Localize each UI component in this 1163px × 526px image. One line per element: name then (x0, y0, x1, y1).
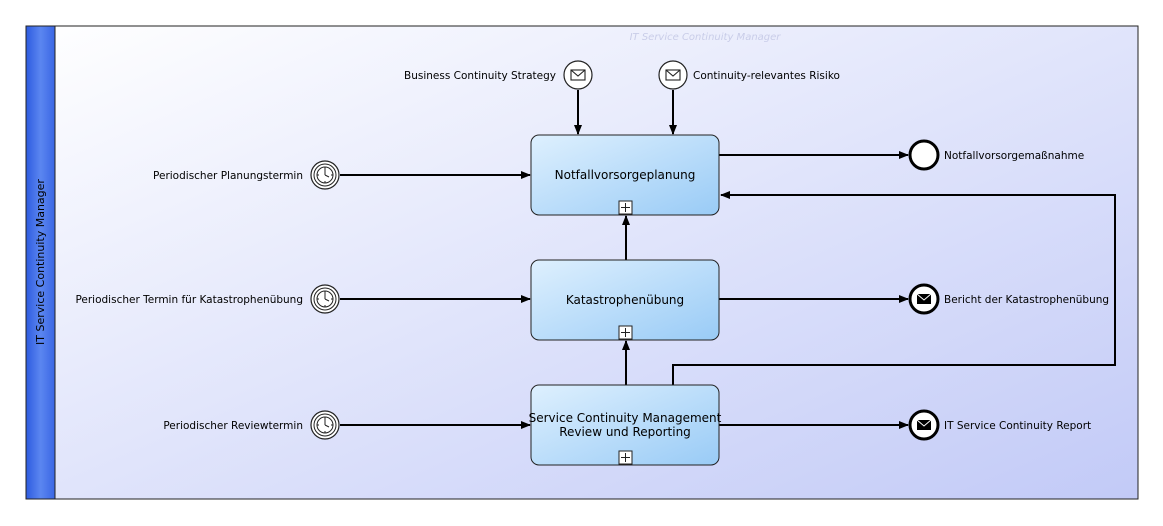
event-label: Periodischer Reviewtermin (163, 420, 303, 432)
task-notfallvorsorgeplanung[interactable]: Notfallvorsorgeplanung (530, 134, 720, 216)
envelope-filled-icon (916, 419, 932, 430)
lane-title: IT Service Continuity Manager (34, 179, 47, 345)
task-box[interactable] (530, 259, 720, 341)
lane-header[interactable] (25, 25, 56, 500)
event-notfallvorsorgemassnahme[interactable]: Notfallvorsorgemaßnahme (908, 139, 1084, 171)
event-it-service-continuity-report[interactable]: IT Service Continuity Report (908, 409, 1091, 441)
event-label: Business Continuity Strategy (404, 70, 556, 82)
task-katastrophenuebung[interactable]: Katastrophenübung (530, 259, 720, 341)
task-label: Katastrophenübung (566, 293, 684, 307)
event-periodischer-planungstermin[interactable]: Periodischer Planungstermin (153, 160, 340, 190)
task-label: Notfallvorsorgeplanung (555, 168, 696, 182)
event-label: Periodischer Planungstermin (153, 170, 303, 182)
sequence-flows (340, 90, 1116, 429)
envelope-filled-icon (916, 293, 932, 304)
pool-watermark: IT Service Continuity Manager (630, 32, 782, 43)
event-label: Notfallvorsorgemaßnahme (944, 150, 1084, 162)
clock-icon (316, 290, 334, 308)
flow-review-feedback-to-planung[interactable] (672, 191, 1116, 385)
event-bericht-katastrophenuebung[interactable]: Bericht der Katastrophenübung (908, 283, 1109, 315)
event-label: Bericht der Katastrophenübung (944, 294, 1109, 306)
message-start-event[interactable] (563, 60, 593, 90)
subprocess-plus-icon[interactable] (618, 325, 633, 340)
task-review-reporting[interactable]: Service Continuity Management Review und… (529, 384, 722, 466)
event-continuity-relevantes-risiko[interactable]: Continuity-relevantes Risiko (658, 60, 840, 90)
event-label: Periodischer Termin für Katastrophenübun… (75, 294, 303, 306)
event-periodischer-reviewtermin[interactable]: Periodischer Reviewtermin (163, 410, 340, 440)
event-label: Continuity-relevantes Risiko (693, 70, 840, 82)
event-business-continuity-strategy[interactable]: Business Continuity Strategy (404, 60, 593, 90)
envelope-icon (665, 69, 681, 81)
event-periodischer-termin-katastrophenuebung[interactable]: Periodischer Termin für Katastrophenübun… (75, 284, 340, 314)
task-label-line2: Review und Reporting (559, 425, 691, 439)
plain-end-event[interactable] (908, 139, 940, 171)
clock-icon (316, 416, 334, 434)
task-box[interactable] (530, 384, 720, 466)
task-label-line1: Service Continuity Management (529, 411, 722, 425)
subprocess-plus-icon[interactable] (618, 200, 633, 215)
subprocess-plus-icon[interactable] (618, 450, 633, 465)
envelope-icon (570, 69, 586, 81)
task-box[interactable] (530, 134, 720, 216)
clock-icon (316, 166, 334, 184)
message-start-event[interactable] (658, 60, 688, 90)
event-label: IT Service Continuity Report (944, 420, 1091, 432)
